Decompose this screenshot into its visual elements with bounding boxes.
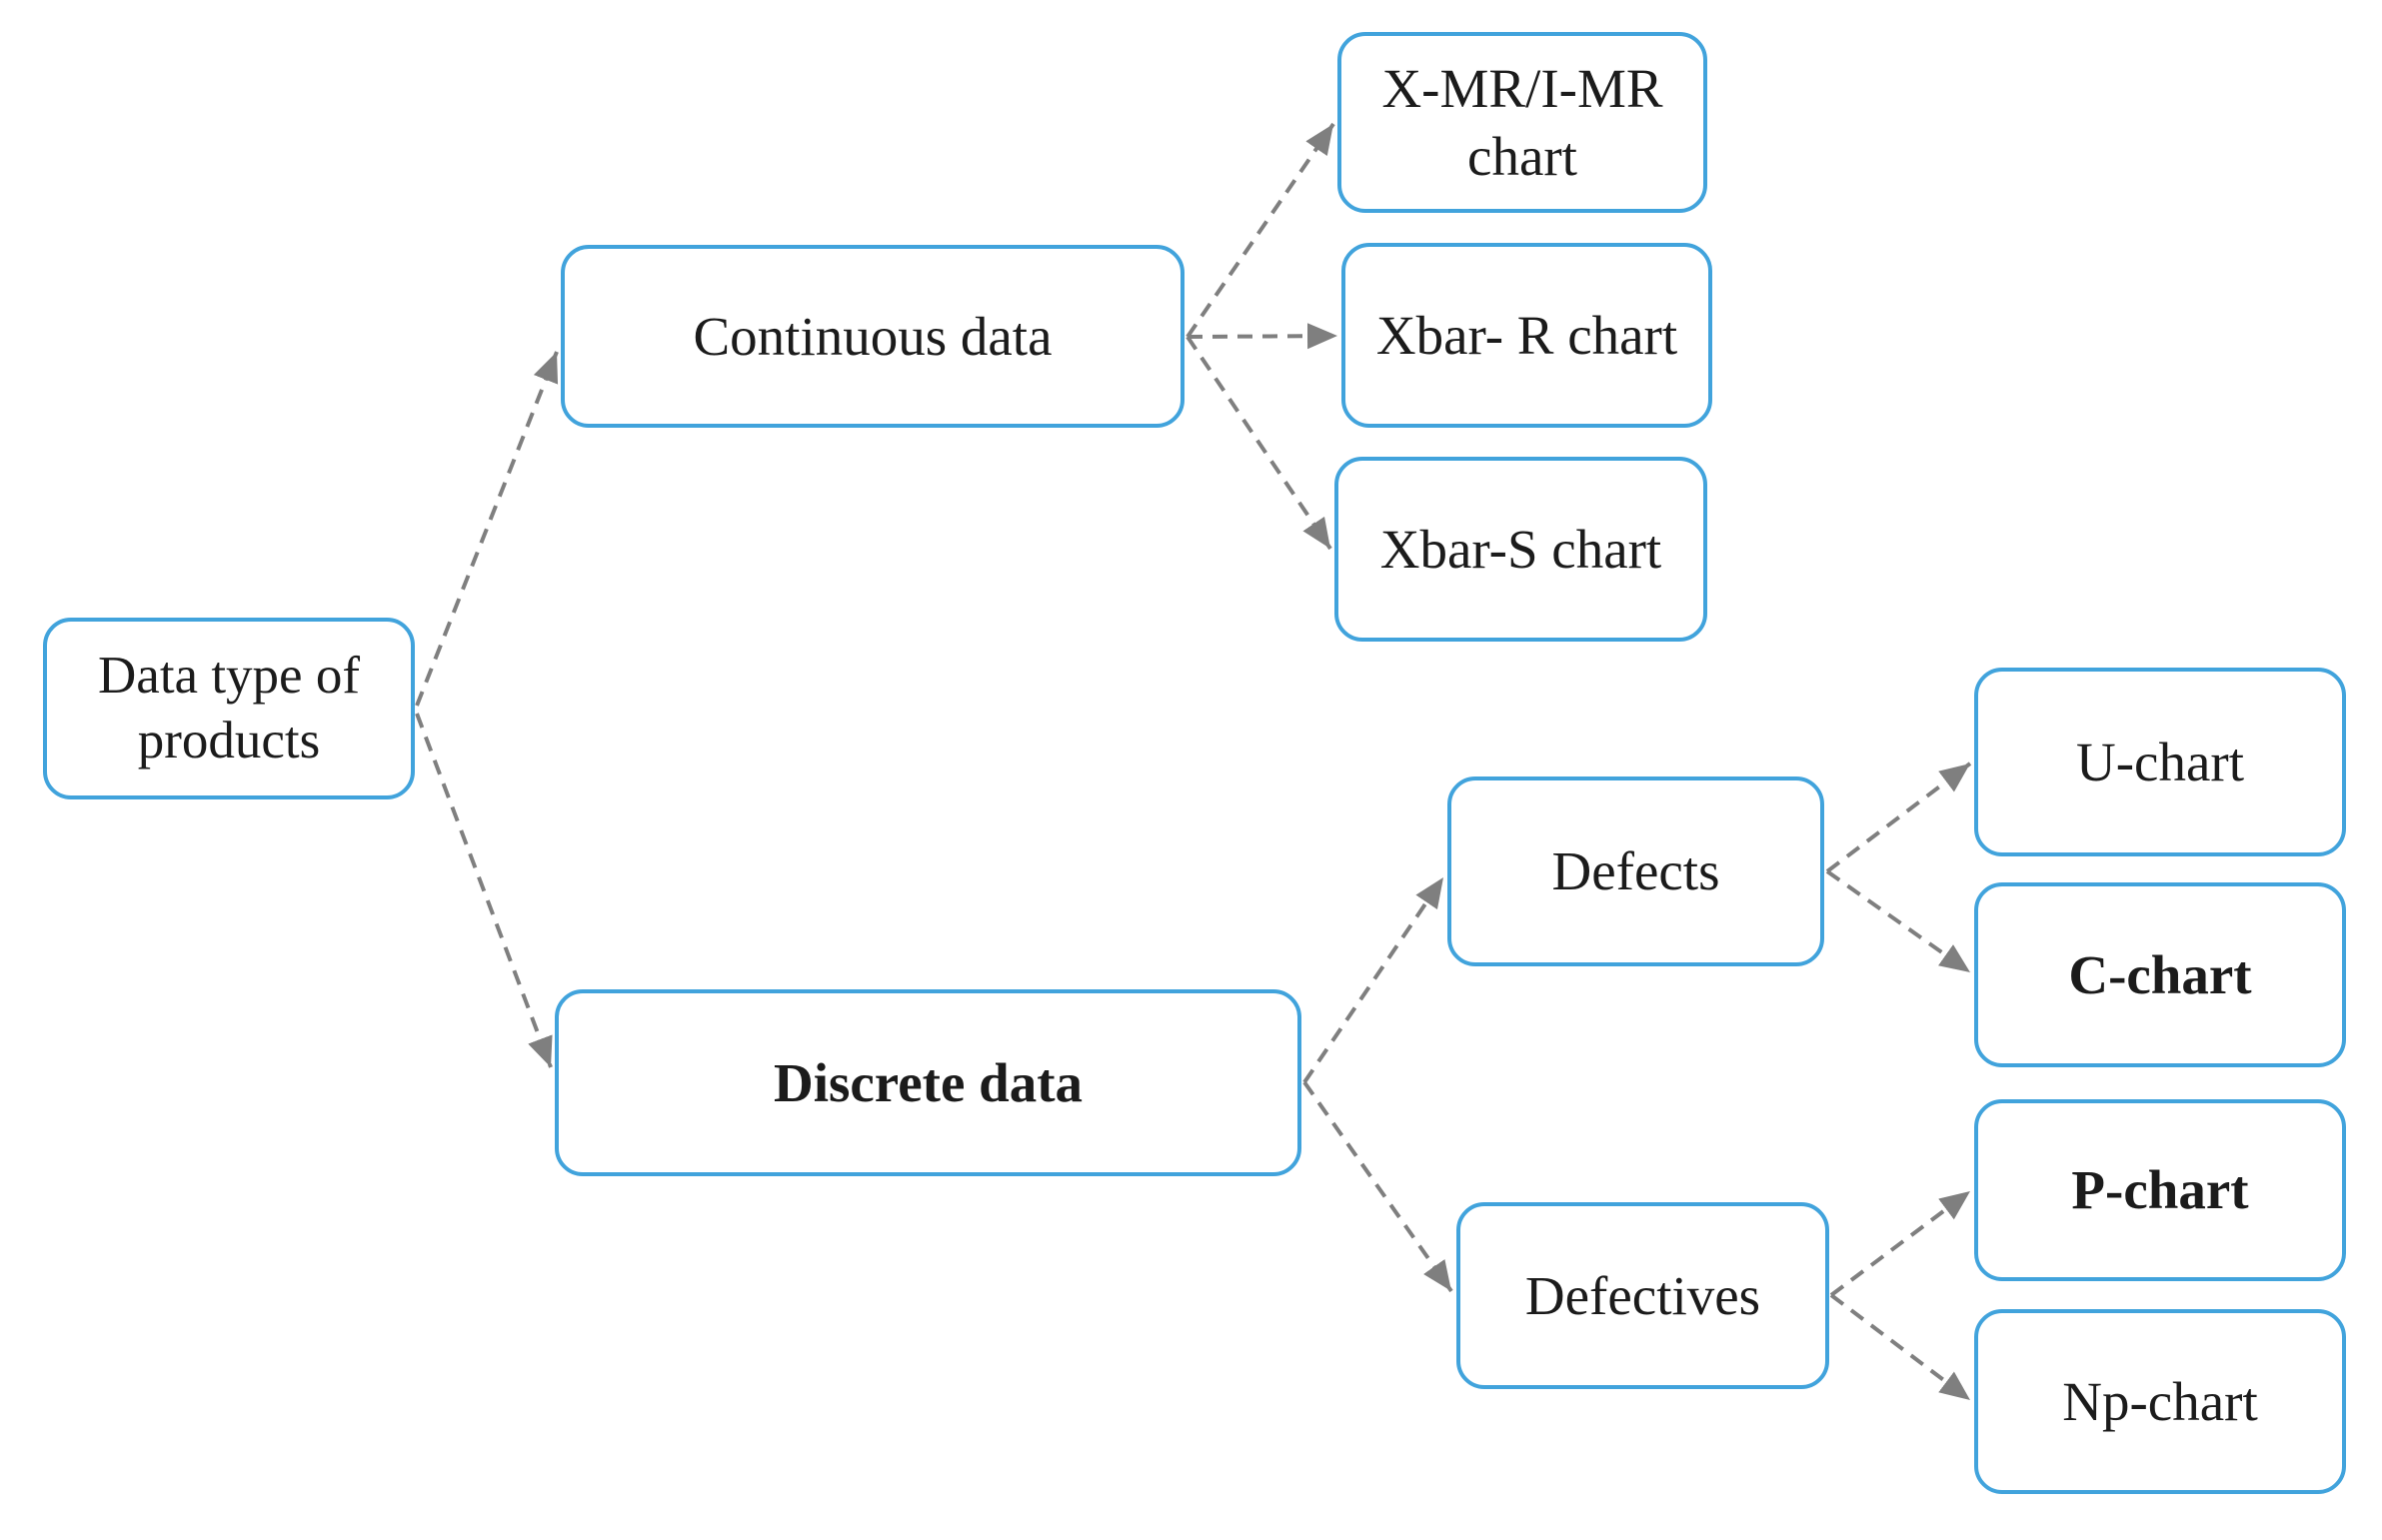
node-label: X-MR/I-MR chart bbox=[1381, 58, 1663, 187]
edge-defects-c-chart bbox=[1825, 869, 1972, 974]
edge-root-discrete bbox=[415, 713, 553, 1068]
node-continuous-data: Continuous data bbox=[561, 245, 1185, 428]
node-label: Discrete data bbox=[773, 1051, 1084, 1113]
node-xmr-imr-chart: X-MR/I-MR chart bbox=[1337, 32, 1707, 213]
node-label: Data type of products bbox=[98, 647, 360, 770]
edge-continuous-xbar-s bbox=[1186, 335, 1332, 551]
node-label: Defectives bbox=[1524, 1264, 1761, 1326]
node-xbar-r-chart: Xbar- R chart bbox=[1341, 243, 1712, 428]
edge-continuous-xbar-r bbox=[1187, 323, 1338, 350]
edge-root-continuous bbox=[415, 351, 559, 707]
edge-continuous-xmr bbox=[1186, 122, 1335, 339]
node-c-chart: C-chart bbox=[1974, 882, 2346, 1067]
node-xbar-s-chart: Xbar-S chart bbox=[1334, 457, 1707, 642]
node-label: C-chart bbox=[2068, 943, 2252, 1005]
edge-discrete-defectives bbox=[1302, 1080, 1453, 1293]
node-p-chart: P-chart bbox=[1974, 1099, 2346, 1281]
node-np-chart: Np-chart bbox=[1974, 1309, 2346, 1494]
node-label: P-chart bbox=[2071, 1159, 2249, 1221]
node-data-type-of-products: Data type of products bbox=[43, 618, 415, 799]
node-discrete-data: Discrete data bbox=[555, 989, 1301, 1176]
edge-defectives-p-chart bbox=[1829, 1189, 1972, 1297]
node-label: U-chart bbox=[2076, 731, 2244, 792]
edge-defectives-np-chart bbox=[1829, 1293, 1972, 1402]
node-label: Continuous data bbox=[693, 305, 1053, 367]
node-defectives: Defectives bbox=[1456, 1202, 1829, 1389]
node-label: Xbar-S chart bbox=[1379, 518, 1662, 580]
edge-defects-u-chart bbox=[1825, 762, 1972, 873]
edge-discrete-defects bbox=[1302, 875, 1445, 1084]
node-u-chart: U-chart bbox=[1974, 668, 2346, 856]
node-label: Np-chart bbox=[2062, 1370, 2258, 1432]
node-defects: Defects bbox=[1447, 776, 1824, 966]
node-label: Xbar- R chart bbox=[1375, 304, 1678, 366]
node-label: Defects bbox=[1551, 840, 1720, 902]
